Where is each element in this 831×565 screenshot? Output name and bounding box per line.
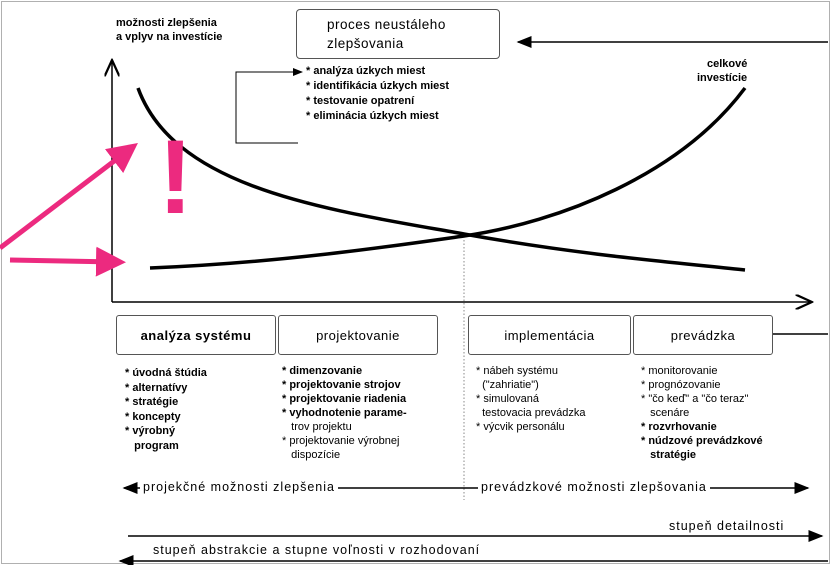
list-item: * projektovanie riadenia — [282, 393, 407, 405]
pink-arrow-lower — [9, 246, 126, 277]
operation-items: * monitorovanie * prognózovanie * "čo ke… — [641, 364, 763, 462]
total-investments-curve — [149, 86, 747, 270]
phase-analysis-label: analýza systému — [140, 327, 252, 343]
process-box-line1: proces neustáleho — [327, 17, 446, 32]
list-item: * eliminácia úzkych miest — [306, 110, 439, 122]
design-range-label: projekčné možnosti zlepšenia — [140, 480, 338, 494]
list-item: * prognózovanie — [641, 379, 721, 391]
list-item: * projektovanie strojov — [282, 379, 401, 391]
list-item: * projektovanie výrobnej — [282, 435, 400, 447]
pink-arrow-upper — [0, 142, 138, 250]
list-item: testovacia prevádzka — [476, 407, 586, 419]
phase-design-box: projektovanie — [278, 315, 438, 355]
phase-operation-box: prevádzka — [633, 315, 773, 355]
list-item: * alternatívy — [125, 381, 188, 394]
curve-label-line2: investície — [697, 72, 748, 84]
ylabel-line2: a vplyv na investície — [116, 31, 223, 43]
list-item: * "čo keď" a "čo teraz" — [641, 393, 749, 405]
design-items: * dimenzovanie * projektovanie strojov *… — [282, 364, 407, 462]
list-item: * identifikácia úzkych miest — [306, 80, 450, 92]
process-box: proces neustáleho zlepšovania — [296, 9, 500, 59]
list-item: ("zahriatie") — [476, 379, 539, 391]
list-item: * testovanie opatrení — [306, 95, 415, 107]
list-item: * výcvik personálu — [476, 421, 565, 433]
list-item: * simulovaná — [476, 393, 539, 405]
list-item: trov projektu — [282, 421, 352, 433]
phase-implementation-box: implementácia — [468, 315, 631, 355]
list-item: * rozvrhovanie — [641, 421, 717, 433]
process-box-line2: zlepšovania — [327, 36, 404, 51]
phase-implementation-label: implementácia — [504, 327, 595, 343]
implementation-items: * nábeh systému ("zahriatie") * simulova… — [476, 364, 585, 434]
list-item: * analýza úzkych miest — [306, 65, 426, 77]
list-item: * dimenzovanie — [282, 365, 363, 377]
list-item: stratégie — [641, 449, 697, 461]
phase-analysis-box: analýza systému — [116, 315, 276, 355]
process-items: * analýza úzkych miest * identifikácia ú… — [306, 64, 449, 124]
ylabel-line1: možnosti zlepšenia — [116, 17, 217, 29]
list-item: * núdzové prevádzkové — [641, 435, 763, 447]
process-bracket — [235, 71, 298, 144]
list-item: * stratégie — [125, 396, 179, 408]
phase-design-label: projektovanie — [316, 327, 400, 343]
exclamation-mark: ! — [158, 119, 193, 236]
list-item: dispozície — [282, 449, 341, 461]
improvement-possibilities-curve — [136, 87, 746, 272]
list-item: * monitorovanie — [641, 365, 718, 377]
list-item: * nábeh systému — [476, 365, 558, 377]
abstraction-label: stupeň abstrakcie a stupne voľnosti v ro… — [153, 543, 481, 557]
phase-operation-label: prevádzka — [670, 327, 736, 343]
analysis-items: * úvodná štúdia * alternatívy * stratégi… — [125, 366, 207, 453]
list-item: scenáre — [641, 407, 690, 419]
list-item: * výrobný — [125, 425, 176, 437]
list-item: * vyhodnotenie parame- — [282, 407, 407, 419]
operation-range-label: prevádzkové možnosti zlepšovania — [478, 480, 710, 494]
list-item: * koncepty — [125, 410, 181, 423]
list-item: * úvodná štúdia — [125, 367, 207, 379]
detail-label: stupeň detailnosti — [669, 519, 785, 533]
list-item: program — [125, 439, 179, 452]
curve-label-line1: celkové — [707, 58, 748, 70]
